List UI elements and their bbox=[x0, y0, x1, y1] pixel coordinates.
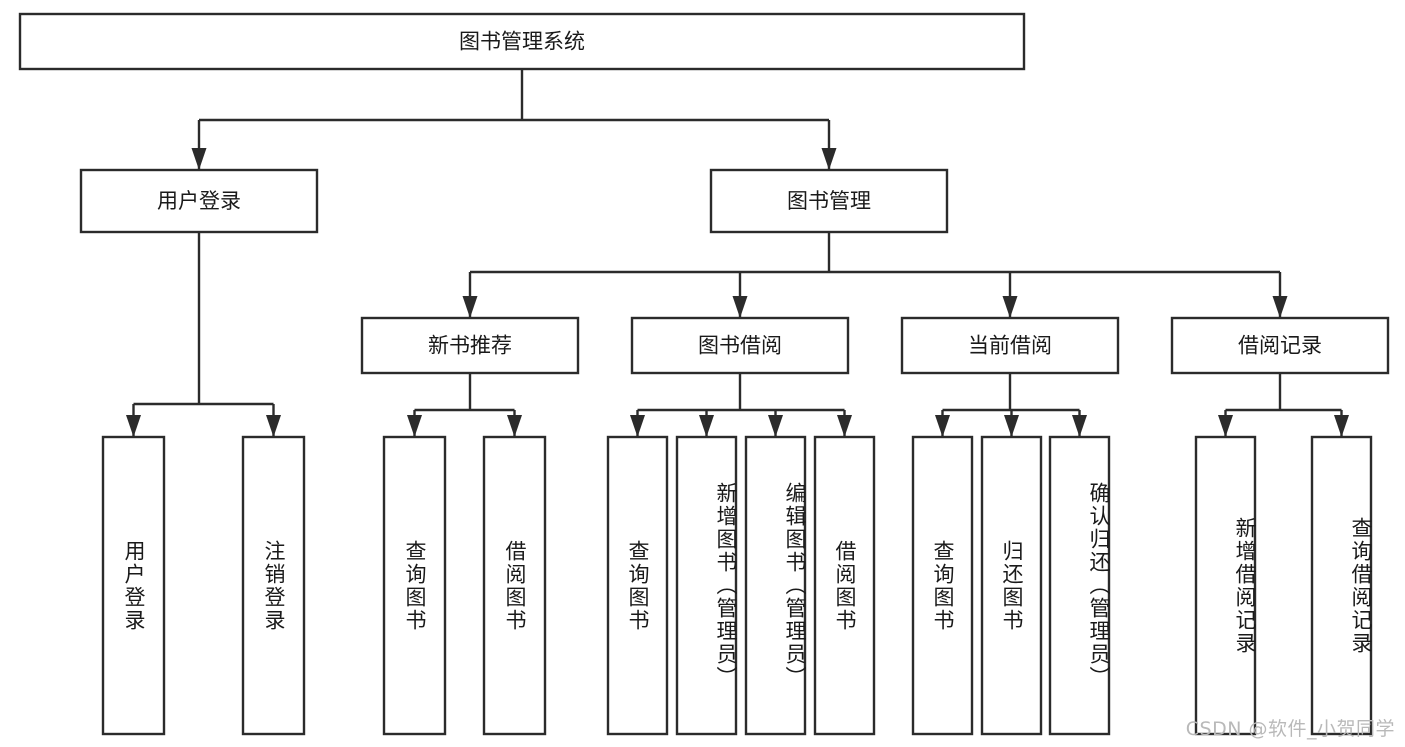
node-label-new-book-recommend: 新书推荐 bbox=[428, 334, 512, 358]
current-borrow-leaves-arrow-2 bbox=[1072, 415, 1087, 437]
node-box-leaf-add-book[interactable] bbox=[675, 435, 738, 736]
node-box-leaf-user-logout[interactable] bbox=[241, 435, 306, 736]
node-box-leaf-query-book-borrow[interactable] bbox=[606, 435, 669, 736]
user-login-leaves-arrow-0 bbox=[126, 415, 141, 437]
new-book-recommend-leaves-arrow-0 bbox=[407, 415, 422, 437]
node-box-leaf-edit-book[interactable] bbox=[744, 435, 807, 736]
book-borrow-leaves-arrow-0 bbox=[630, 415, 645, 437]
node-box-user-login[interactable] bbox=[79, 168, 319, 234]
node-box-leaf-query-book-current[interactable] bbox=[911, 435, 974, 736]
book-management-arrow-3 bbox=[1272, 296, 1288, 318]
node-box-root[interactable] bbox=[18, 12, 1026, 71]
user-login-leaves-arrow-1 bbox=[266, 415, 281, 437]
node-label-book-borrow: 图书借阅 bbox=[698, 334, 782, 358]
book-management-arrow-1 bbox=[732, 296, 748, 318]
watermark-text: CSDN @软件_小贺同学 bbox=[1185, 718, 1395, 740]
node-box-borrow-record[interactable] bbox=[1170, 316, 1390, 375]
node-box-leaf-query-book-recommend[interactable] bbox=[382, 435, 447, 736]
current-borrow-leaves-arrow-1 bbox=[1004, 415, 1019, 437]
node-box-leaf-confirm-return[interactable] bbox=[1048, 435, 1111, 736]
book-borrow-leaves-arrow-3 bbox=[837, 415, 852, 437]
node-box-new-book-recommend[interactable] bbox=[360, 316, 580, 375]
borrow-record-leaves-arrow-1 bbox=[1334, 415, 1349, 437]
node-box-book-management[interactable] bbox=[709, 168, 949, 234]
root-arrow-0 bbox=[191, 148, 207, 170]
node-box-leaf-query-borrow-record[interactable] bbox=[1310, 435, 1373, 736]
book-borrow-leaves-arrow-1 bbox=[699, 415, 714, 437]
node-label-current-borrow: 当前借阅 bbox=[968, 334, 1052, 358]
book-borrow-leaves-arrow-2 bbox=[768, 415, 783, 437]
boxes-layer bbox=[18, 12, 1390, 736]
node-label-user-login: 用户登录 bbox=[157, 189, 241, 213]
node-box-leaf-user-login[interactable] bbox=[101, 435, 166, 736]
node-box-leaf-borrow-book[interactable] bbox=[813, 435, 876, 736]
borrow-record-leaves-arrow-0 bbox=[1218, 415, 1233, 437]
node-box-leaf-return-book[interactable] bbox=[980, 435, 1043, 736]
node-box-book-borrow[interactable] bbox=[630, 316, 850, 375]
root-arrow-1 bbox=[821, 148, 837, 170]
current-borrow-leaves-arrow-0 bbox=[935, 415, 950, 437]
node-label-book-management: 图书管理 bbox=[787, 189, 871, 213]
node-label-root: 图书管理系统 bbox=[459, 30, 585, 54]
node-box-leaf-add-borrow-record[interactable] bbox=[1194, 435, 1257, 736]
book-management-arrow-0 bbox=[462, 296, 478, 318]
book-management-arrow-2 bbox=[1002, 296, 1018, 318]
new-book-recommend-leaves-arrow-1 bbox=[507, 415, 522, 437]
connectors-layer bbox=[126, 69, 1349, 437]
node-box-leaf-borrow-book-recommend[interactable] bbox=[482, 435, 547, 736]
node-box-current-borrow[interactable] bbox=[900, 316, 1120, 375]
node-label-borrow-record: 借阅记录 bbox=[1238, 334, 1322, 358]
